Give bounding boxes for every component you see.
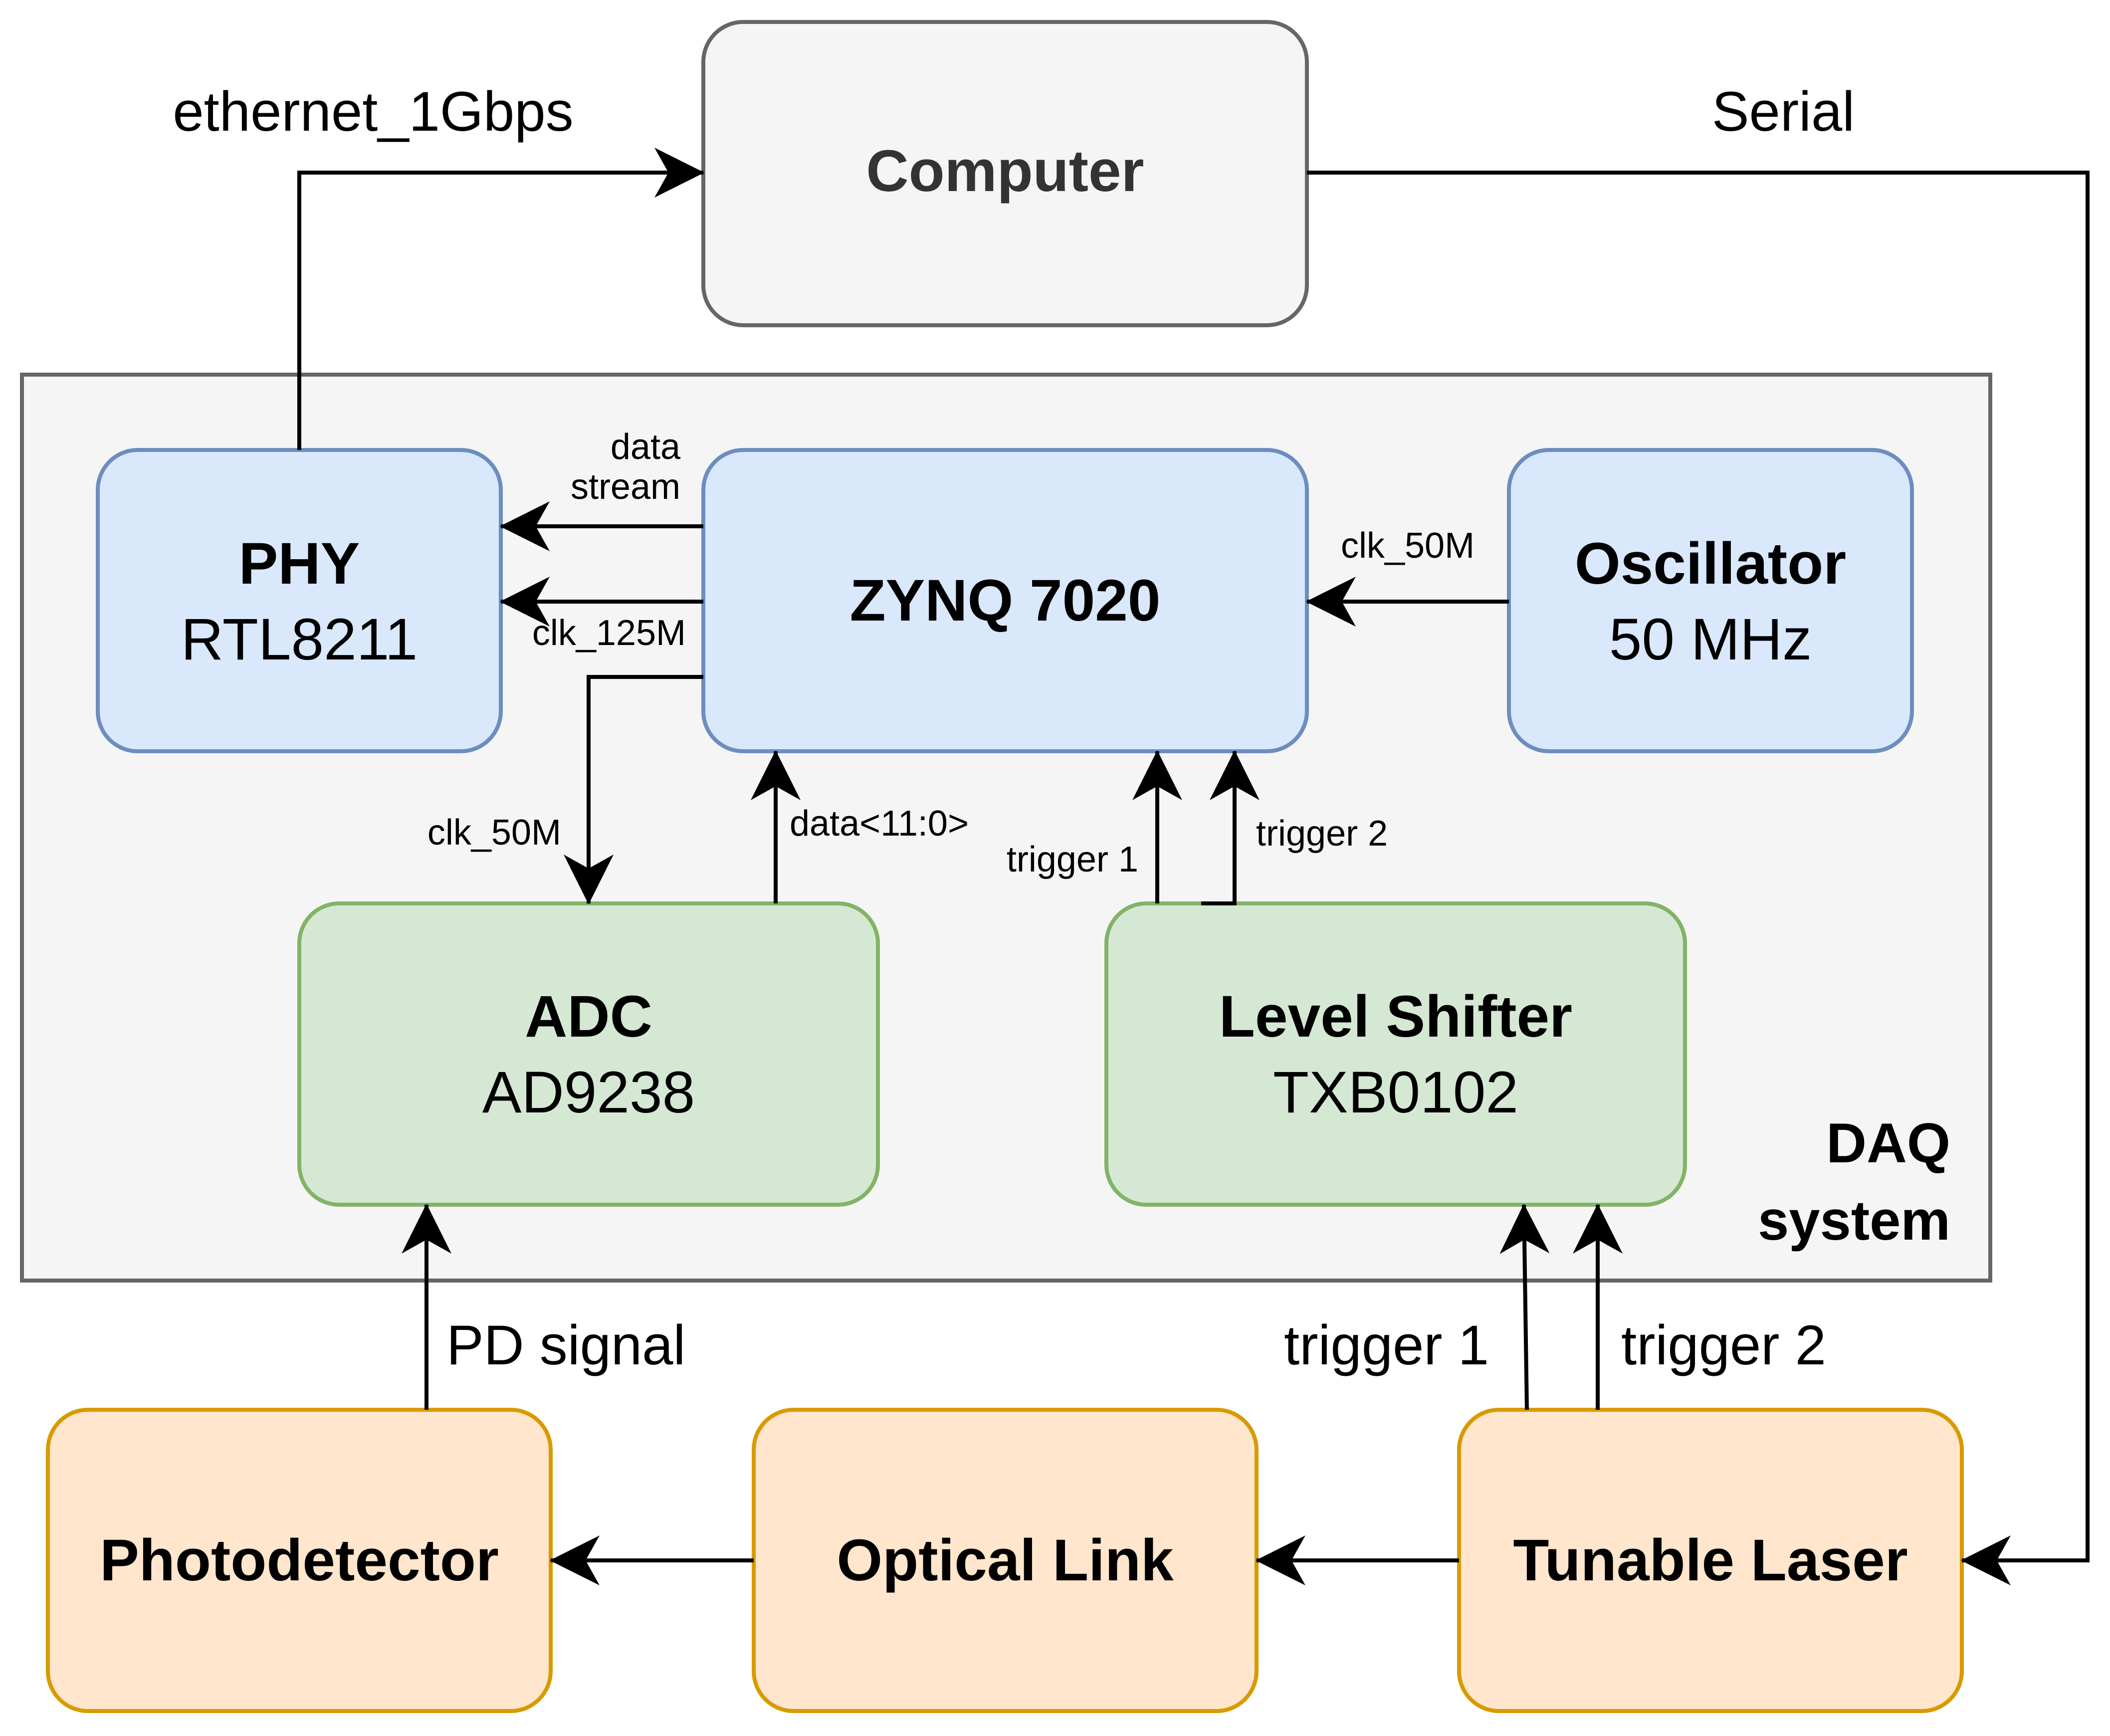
data-stream-label-2: stream: [571, 467, 680, 507]
daq-system-label-line1: DAQ: [1826, 1112, 1950, 1174]
clk-125m-label: clk_125M: [532, 613, 686, 653]
adc-subtitle: AD9238: [482, 1060, 695, 1125]
computer-title: Computer: [866, 138, 1144, 204]
pd-signal-label: PD signal: [446, 1314, 685, 1376]
data-stream-label-1: data: [611, 427, 681, 467]
level-shifter-block[interactable]: Level Shifter TXB0102: [1104, 901, 1687, 1207]
phy-block[interactable]: PHY RTL8211: [96, 448, 503, 753]
level-shifter-title: Level Shifter: [1219, 984, 1572, 1050]
clk-50m-osc-label: clk_50M: [1341, 526, 1475, 566]
oscillator-block[interactable]: Oscillator 50 MHz: [1507, 448, 1914, 753]
ls-trigger1-label: trigger 1: [1007, 840, 1138, 879]
adc-data-label: data<11:0>: [790, 804, 969, 844]
adc-block[interactable]: ADC AD9238: [297, 901, 880, 1207]
phy-title: PHY: [239, 531, 360, 597]
ethernet-connector: [297, 148, 704, 450]
ls-trigger2-connector: [1201, 750, 1260, 905]
oscillator-subtitle: 50 MHz: [1609, 607, 1812, 672]
phy-subtitle: RTL8211: [181, 607, 418, 672]
laser-trigger2-label: trigger 2: [1621, 1314, 1826, 1376]
computer-block[interactable]: Computer: [701, 20, 1309, 327]
daq-system-label-line2: system: [1758, 1189, 1950, 1252]
laser-trigger1-connector: [1499, 1204, 1550, 1410]
ls-trigger2-label: trigger 2: [1256, 814, 1388, 854]
oscillator-title: Oscillator: [1575, 531, 1846, 597]
clk-50m-adc-label: clk_50M: [427, 813, 561, 853]
ethernet-label: ethernet_1Gbps: [173, 80, 573, 143]
photodetector-title: Photodetector: [100, 1527, 499, 1593]
photodetector-block[interactable]: Photodetector: [46, 1408, 553, 1713]
serial-label: Serial: [1712, 80, 1855, 143]
serial-connector: [1307, 171, 2090, 1585]
laser-trigger1-label: trigger 1: [1284, 1314, 1489, 1376]
level-shifter-subtitle: TXB0102: [1273, 1060, 1518, 1125]
clk-50m-adc-connector: [564, 675, 703, 904]
optical-link-title: Optical Link: [837, 1527, 1174, 1593]
adc-title: ADC: [525, 984, 652, 1050]
tunable-laser-block[interactable]: Tunable Laser: [1457, 1408, 1964, 1713]
optical-link-block[interactable]: Optical Link: [752, 1408, 1259, 1713]
zynq-block[interactable]: ZYNQ 7020: [701, 448, 1309, 753]
tunable-laser-title: Tunable Laser: [1513, 1527, 1907, 1593]
zynq-title: ZYNQ 7020: [849, 568, 1160, 634]
